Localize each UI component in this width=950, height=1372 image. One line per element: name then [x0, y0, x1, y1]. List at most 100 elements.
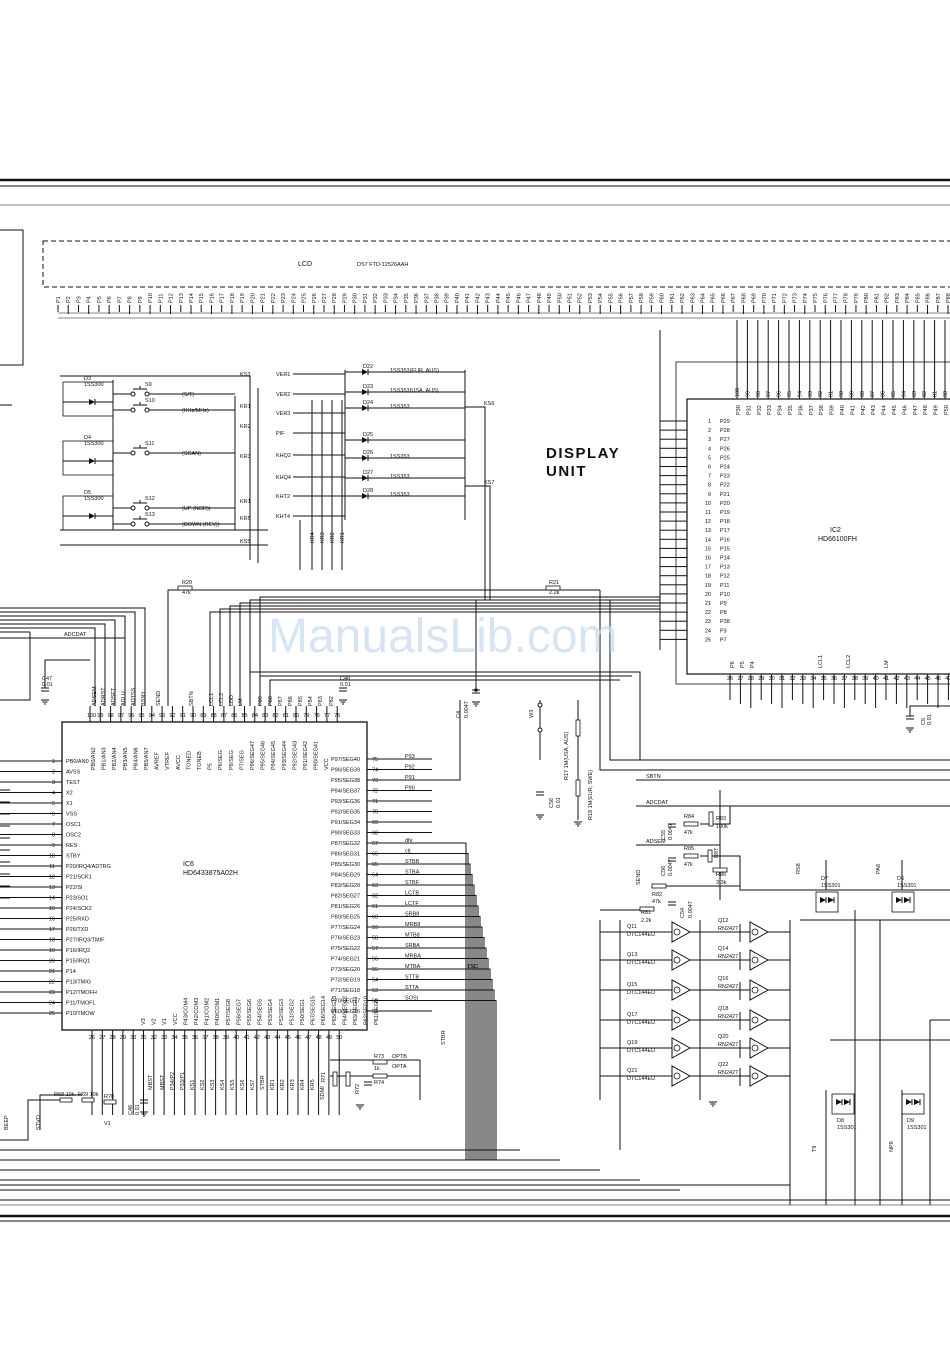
- transistor-part: DTC144EU: [627, 1020, 655, 1026]
- ic2-pin-number: 20: [705, 592, 711, 598]
- ic6-pin-label: PB2/AN4: [112, 747, 118, 770]
- diode-ref: D4: [84, 435, 91, 441]
- resistor-ref: R70: [104, 1094, 114, 1100]
- lcd-pin-label: P33: [383, 293, 389, 303]
- ic6-top-net-label: P88: [268, 696, 274, 706]
- diode-part: 1SS353(EUR, AUS): [390, 368, 439, 374]
- ver-signal-label: KHQ2: [276, 453, 291, 459]
- transistor-body: [751, 1016, 759, 1024]
- display-unit-title: UNIT: [546, 463, 587, 480]
- ic6-pin-number: 13: [49, 885, 55, 891]
- ic2-pin-number: 1: [708, 419, 711, 425]
- switch-ref: S11: [145, 441, 154, 447]
- ic6-pin-label: P75/SEG22: [331, 946, 360, 952]
- ic6-pin-label: P74/SEG21: [331, 957, 360, 963]
- ver-signal-label: KHQ4: [276, 475, 291, 481]
- ic2-pin-number: 24: [705, 628, 711, 634]
- diode-ref: D28: [363, 488, 373, 494]
- ic2-pin-label: P9: [720, 601, 727, 607]
- ic6-pin-label: P80/SEG25: [331, 915, 360, 921]
- ic2-pin-number: 33: [800, 676, 806, 682]
- capacitor-ref: C47: [42, 676, 52, 682]
- ic6-pin-label: P94/SEG45: [271, 741, 277, 770]
- ic6-pin-label: P22/SI: [66, 885, 83, 891]
- ic6-pin-number: 37: [202, 1035, 208, 1041]
- ic2-pin-number: 94: [797, 391, 803, 397]
- ic6-pin-number: 59: [372, 925, 378, 931]
- ic6-pin-label: PB3/AN5: [123, 747, 129, 770]
- ic6-pin-number: 61: [372, 904, 378, 910]
- lcd-part-number: DS7 FTD-12526AAH: [357, 262, 408, 268]
- ic6-pin-number: 39: [223, 1035, 229, 1041]
- ic6-top-net-label: P82: [329, 696, 335, 706]
- ic6-pin-label: V1: [162, 1018, 168, 1025]
- ic6-pin-label: P91/SEG42: [303, 741, 309, 770]
- ic6-pin-label: P20/IRQ4/ADTRG: [66, 864, 111, 870]
- transistor-q19: [671, 1037, 692, 1059]
- ic6-pin-label: P64/SEG12: [342, 996, 348, 1025]
- capacitor-ref: C55: [661, 830, 667, 840]
- ic2-pin-label: LM: [884, 660, 890, 668]
- r17-resistor: [575, 719, 581, 737]
- lcd-pin-label: P61: [670, 293, 676, 303]
- ic6-right-net-label: LCTB: [405, 891, 419, 897]
- lcd-pin-label: P32: [373, 293, 379, 303]
- resistor-ref: R72: [355, 1084, 361, 1094]
- kr-bus-label: KR1: [340, 532, 346, 543]
- diode-pair-box: [815, 891, 839, 913]
- ic6-pin-number: 30: [130, 1035, 136, 1041]
- ic6-pin-label: P63/SEG11: [353, 996, 359, 1025]
- ic6-pin-number: 62: [372, 894, 378, 900]
- ic2-pin-number: 21: [705, 601, 711, 607]
- ic2-pin-label: P3: [720, 628, 727, 634]
- ic6-pin-label: X1: [66, 801, 73, 807]
- resistor-value: 1k: [374, 1066, 380, 1072]
- transistor-body: [673, 928, 681, 936]
- ic6-pin-label: P94/SEG37: [331, 789, 360, 795]
- lcd-pin-label: P35: [404, 293, 410, 303]
- transistor-q13: [671, 949, 692, 971]
- diode-pair-symbol: [906, 1099, 912, 1105]
- lcd-pin-label: P21: [261, 293, 267, 303]
- resistor-value: 47k: [652, 899, 661, 905]
- ic6-bottom-net-label: P33/P1: [180, 1072, 186, 1090]
- resistor-value: 3.3k: [716, 880, 727, 886]
- ic6-pin-number: 68: [372, 831, 378, 837]
- ic2-pin-number: 27: [737, 676, 743, 682]
- ic2-pin-label: P38: [819, 405, 825, 415]
- ic6-pin-number: 91: [180, 713, 186, 719]
- wire: [432, 884, 475, 1160]
- ver-signal-label: VER1: [276, 372, 290, 378]
- ic6-pin-label: P91/SEG34: [331, 820, 360, 826]
- ic6-bottom-net-label: MBST: [160, 1074, 166, 1090]
- diode-ref: D27: [363, 470, 373, 476]
- ic2-pin-number: 36: [831, 676, 837, 682]
- left-edge-stub: [0, 632, 31, 701]
- net-label: PA8: [876, 864, 882, 874]
- ic2-outline: [686, 398, 950, 675]
- transistor-ref: Q12: [718, 918, 728, 924]
- ic6-pin-number: 34: [171, 1035, 177, 1041]
- ic6-right-net-label: STTA: [405, 985, 419, 991]
- ic6-pin-label: P77/SEG24: [331, 925, 360, 931]
- ic6-pin-label: P87/SEG32: [331, 841, 360, 847]
- ic6-pin-label: P11/TMOFL: [66, 1001, 96, 1007]
- net-label: OPTA: [392, 1064, 407, 1070]
- ic6-pin-label: P60/SEG16: [331, 1009, 360, 1015]
- diode-pair-symbol: [914, 1099, 920, 1105]
- ic6-pin-label: P57/SEG8: [226, 999, 232, 1025]
- ic2-pin-number: 97: [766, 391, 772, 397]
- transistor-ref: Q13: [627, 952, 637, 958]
- key-diode-box: [62, 440, 114, 476]
- transistor-ref: Q19: [627, 1040, 637, 1046]
- transistor-q20: [749, 1037, 770, 1059]
- ic6-pin-label: P16/IRQ2: [66, 948, 90, 954]
- lcd-pin-label: P57: [629, 293, 635, 303]
- ic2-pin-label: P38: [720, 619, 730, 625]
- ic6-pin-label: P14: [66, 969, 76, 975]
- lcd-pin-label: P80: [864, 293, 870, 303]
- transistor-ref: Q20: [718, 1034, 728, 1040]
- array-diode-symbol: [362, 493, 368, 499]
- wire: [432, 937, 485, 1160]
- switch-ref: S9: [145, 382, 152, 388]
